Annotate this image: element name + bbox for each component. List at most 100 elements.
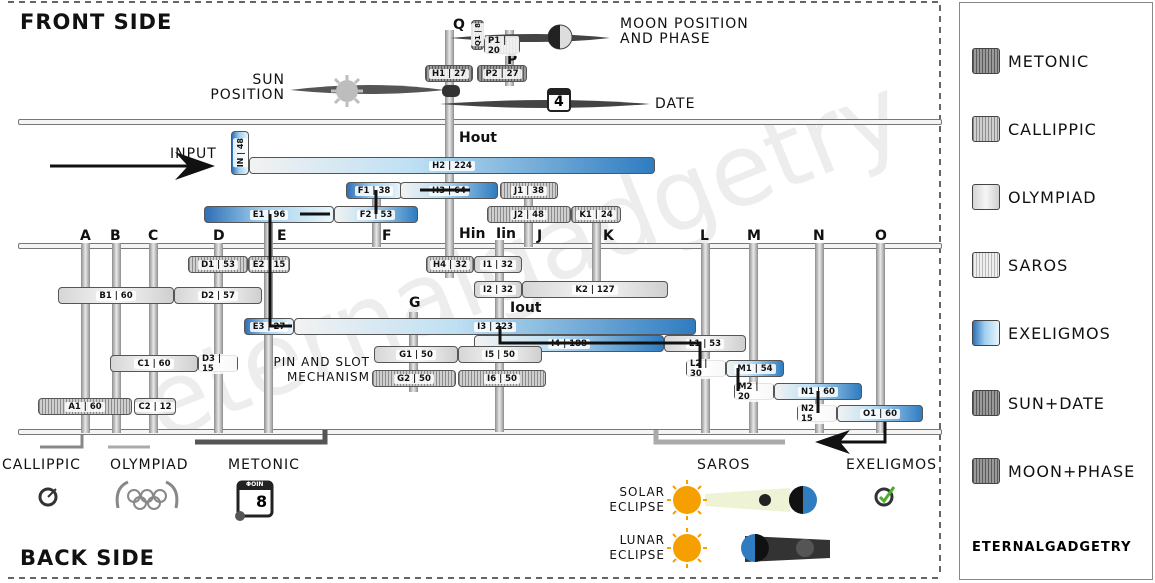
- gear-c2: C2 | 12: [134, 398, 176, 415]
- label-q: Q: [453, 17, 465, 33]
- gear-d3: D3 | 15: [198, 353, 238, 374]
- axis-b: [112, 243, 121, 433]
- legend-label: OLYMPIAD: [1008, 187, 1097, 207]
- label-c: C: [148, 228, 159, 244]
- back-side-title: BACK SIDE: [20, 546, 155, 570]
- legend-label: MOON+PHASE: [1008, 461, 1136, 481]
- label-h-in: Hin: [459, 226, 486, 242]
- exeligmos-label: EXELIGMOS: [846, 457, 938, 473]
- label-n: N: [813, 228, 825, 244]
- date-number: 4: [554, 94, 564, 110]
- legend-label: SUN+DATE: [1008, 393, 1105, 413]
- bottom-brackets: [40, 430, 785, 449]
- legend-label: CALLIPPIC: [1008, 119, 1097, 139]
- legend-item-exeligmos: EXELIGMOS: [972, 320, 1111, 346]
- metonic-number: 8: [256, 492, 268, 511]
- label-h-out: Hout: [459, 130, 497, 146]
- lunar-eclipse-icon: [667, 528, 830, 568]
- legend-label: METONIC: [1008, 51, 1090, 71]
- sun-label: SUN POSITION: [210, 72, 285, 103]
- legend-panel: METONIC CALLIPPIC OLYMPIAD SAROS EXELIGM…: [959, 2, 1153, 580]
- gear-m1: M1 | 54: [726, 360, 784, 377]
- label-i-in: Iin: [496, 226, 516, 242]
- olympiad-label: OLYMPIAD: [110, 457, 189, 473]
- label-e: E: [277, 228, 287, 244]
- gear-n2: N2 | 15: [797, 403, 837, 424]
- legend-item-moon-phase: MOON+PHASE: [972, 458, 1135, 484]
- gear-d2: D2 | 57: [174, 287, 262, 304]
- gear-g2: G2 | 50: [372, 370, 456, 387]
- gear-h2: H2 | 224: [249, 157, 655, 174]
- lunar-eclipse-label: LUNAR ECLIPSE: [609, 533, 665, 562]
- metonic-calendar-icon: [235, 480, 274, 521]
- axis-a: [81, 243, 90, 433]
- solar-eclipse-label: SOLAR ECLIPSE: [609, 485, 665, 514]
- label-l: L: [700, 228, 709, 244]
- connector-lines: [268, 188, 820, 413]
- gear-d1: D1 | 53: [188, 256, 248, 273]
- moon-label: MOON POSITION AND PHASE: [620, 16, 749, 47]
- gear-l1: L1 | 53: [664, 335, 746, 352]
- label-g: G: [409, 295, 421, 311]
- calendar-icon: [547, 88, 571, 112]
- legend-brand: ETERNALGADGETRY: [972, 540, 1132, 555]
- axis-d: [214, 243, 223, 433]
- axis-o: [876, 243, 885, 433]
- gear-m2: M2 | 20: [734, 381, 774, 402]
- legend-swatch: [972, 320, 1000, 346]
- gear-q1: Q1 | 8: [470, 20, 485, 50]
- legend-swatch: [972, 252, 1000, 278]
- gear-o1: O1 | 60: [837, 405, 923, 422]
- gear-g1: G1 | 50: [374, 346, 458, 363]
- gear-i1: I1 | 32: [474, 256, 522, 273]
- label-j: J: [537, 228, 543, 244]
- axis-k: [592, 210, 601, 290]
- axis-h: [445, 30, 454, 278]
- legend-swatch: [972, 184, 1000, 210]
- moon-icon: [547, 24, 573, 50]
- legend-label: EXELIGMOS: [1008, 323, 1111, 343]
- label-p: P: [507, 52, 518, 68]
- gear-a1: A1 | 60: [38, 398, 132, 415]
- legend-label: SAROS: [1008, 255, 1069, 275]
- label-o: O: [875, 228, 887, 244]
- olympic-rings-icon: [115, 480, 179, 510]
- legend-item-metonic: METONIC: [972, 48, 1089, 74]
- front-side-title: FRONT SIDE: [20, 10, 173, 34]
- label-d: D: [213, 228, 225, 244]
- callippic-dial-icon: [38, 487, 58, 507]
- label-i-out: Iout: [510, 300, 542, 316]
- label-b: B: [110, 228, 121, 244]
- label-f: F: [382, 228, 392, 244]
- axis-p: [505, 30, 514, 86]
- axis-n: [815, 243, 824, 433]
- lower-plate: [18, 429, 942, 435]
- exeligmos-arrow: [815, 420, 887, 454]
- legend-item-sun-date: SUN+DATE: [972, 390, 1105, 416]
- metonic-label: METONIC: [228, 457, 300, 473]
- dashed-frame: [8, 1, 941, 579]
- label-m: M: [747, 228, 761, 244]
- legend-item-callippic: CALLIPPIC: [972, 116, 1097, 142]
- gear-j2: J2 | 48: [487, 206, 571, 223]
- label-k: K: [603, 228, 614, 244]
- legend-item-olympiad: OLYMPIAD: [972, 184, 1097, 210]
- axis-m: [749, 243, 758, 433]
- legend-swatch: [972, 48, 1000, 74]
- gear-f1: F1 | 38: [346, 182, 402, 199]
- legend-swatch: [972, 116, 1000, 142]
- input-arrow: [50, 152, 215, 180]
- gear-c1: C1 | 60: [110, 355, 198, 372]
- gear-k2: K2 | 127: [522, 281, 668, 298]
- gear-input: IN | 48: [231, 131, 249, 175]
- legend-swatch: [972, 390, 1000, 416]
- metonic-calendar-month: ΦΟΙΝ: [246, 481, 264, 488]
- saros-label: SAROS: [697, 457, 751, 473]
- sun-icon: [331, 75, 363, 107]
- gear-h4: H4 | 32: [426, 256, 474, 273]
- middle-plate: [18, 243, 942, 249]
- legend-item-saros: SAROS: [972, 252, 1068, 278]
- axis-c: [149, 243, 158, 433]
- gear-i5: I5 | 50: [458, 346, 542, 363]
- gear-h1: H1 | 27: [425, 65, 473, 82]
